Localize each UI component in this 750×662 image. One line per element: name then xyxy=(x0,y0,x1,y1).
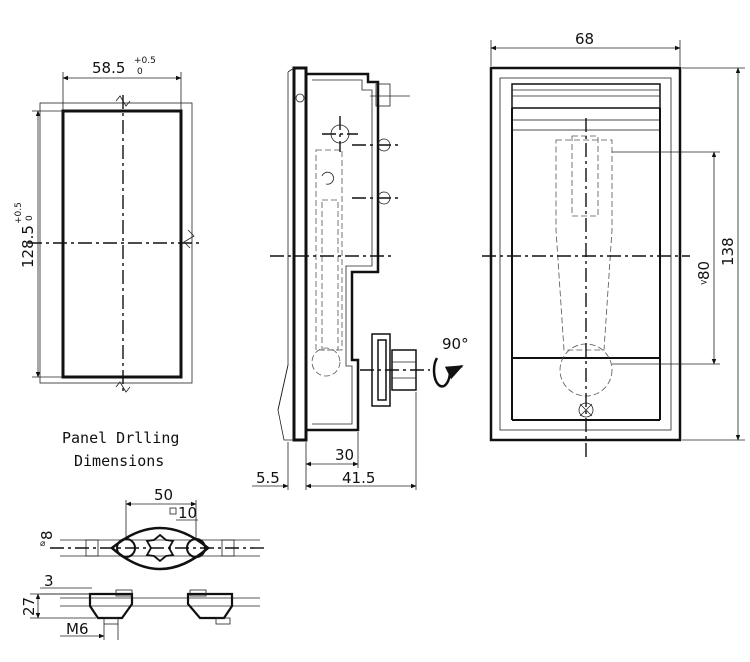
cam-diameter-icon: ⌀ xyxy=(40,539,46,549)
side-dim-30: 30 xyxy=(335,446,354,464)
side-clip xyxy=(321,171,334,185)
side-dim-55: 5.5 xyxy=(256,469,280,487)
panel-drilling-view: 58.5 +0.5 0 128.5 +0.5 0 Panel Drlling D… xyxy=(14,56,200,470)
caption-dimensions: Dimensions xyxy=(74,452,164,470)
front-height-label: 138 xyxy=(719,237,737,266)
cam-dim-8: 8 xyxy=(38,530,56,540)
front-outer-frame xyxy=(489,66,682,442)
break-mark-top xyxy=(115,95,131,107)
cam-clip-right xyxy=(221,539,235,557)
panel-width-label: 58.5 xyxy=(92,59,125,77)
side-view: 30 41.5 5.5 90° xyxy=(252,66,469,490)
cam-side-nut-left xyxy=(103,617,119,625)
cam-clip-left xyxy=(85,539,99,557)
rotation-label: 90° xyxy=(442,335,469,353)
side-top-block xyxy=(375,83,391,107)
side-housing-profile xyxy=(306,72,380,432)
cam-dim-50: 50 xyxy=(154,486,173,504)
front-hidden-handle xyxy=(555,139,613,351)
caption-panel-drilling: Panel Drlling xyxy=(62,429,179,447)
panel-height-tol-upper: +0.5 xyxy=(14,202,24,224)
side-hidden-rod xyxy=(321,199,339,351)
side-hidden-pivot xyxy=(311,347,341,377)
front-width-label: 68 xyxy=(575,30,594,48)
break-mark-bottom xyxy=(115,381,131,393)
rotation-arrow-icon xyxy=(432,357,464,388)
cam-dim-27: 27 xyxy=(20,597,38,616)
side-bezel-lip xyxy=(277,67,295,441)
panel-height-tol-lower: 0 xyxy=(25,215,35,221)
cam-side-cap-right xyxy=(189,589,207,597)
cam-thread-label: M6 xyxy=(66,620,89,638)
cam-side-nut-right xyxy=(215,617,231,625)
panel-height-label: 128.5 xyxy=(19,225,37,268)
cam-eye-right xyxy=(186,538,206,558)
front-view: 68 138 80 > xyxy=(482,30,745,460)
front-hidden-latch xyxy=(571,135,599,217)
front-inner-label: 80 xyxy=(695,261,713,280)
panel-cutout xyxy=(61,109,183,379)
cam-side-cap-left xyxy=(115,589,133,597)
side-pin xyxy=(295,93,305,103)
cam-square-icon xyxy=(169,507,177,515)
side-bezel xyxy=(292,66,308,442)
cam-dim-3: 3 xyxy=(44,572,54,590)
side-screw-top xyxy=(322,116,358,152)
break-mark-right xyxy=(183,229,195,249)
side-housing-inner xyxy=(312,79,373,425)
side-handle-edge xyxy=(277,364,289,411)
panel-width-tol-lower: 0 xyxy=(137,67,143,77)
cam-eye-left xyxy=(116,538,136,558)
cam-detail-top: 50 10 8 ⌀ xyxy=(38,486,268,571)
cam-lever xyxy=(110,526,210,571)
cam-dim-10: 10 xyxy=(178,504,197,522)
front-lock-cross-icon xyxy=(579,403,593,417)
panel-width-tol-upper: +0.5 xyxy=(134,56,156,66)
front-inner-mark: > xyxy=(700,278,708,288)
cam-star-hole-icon xyxy=(145,533,175,563)
cam-detail-side: 3 27 M6 xyxy=(20,572,260,640)
side-dim-415: 41.5 xyxy=(342,469,375,487)
